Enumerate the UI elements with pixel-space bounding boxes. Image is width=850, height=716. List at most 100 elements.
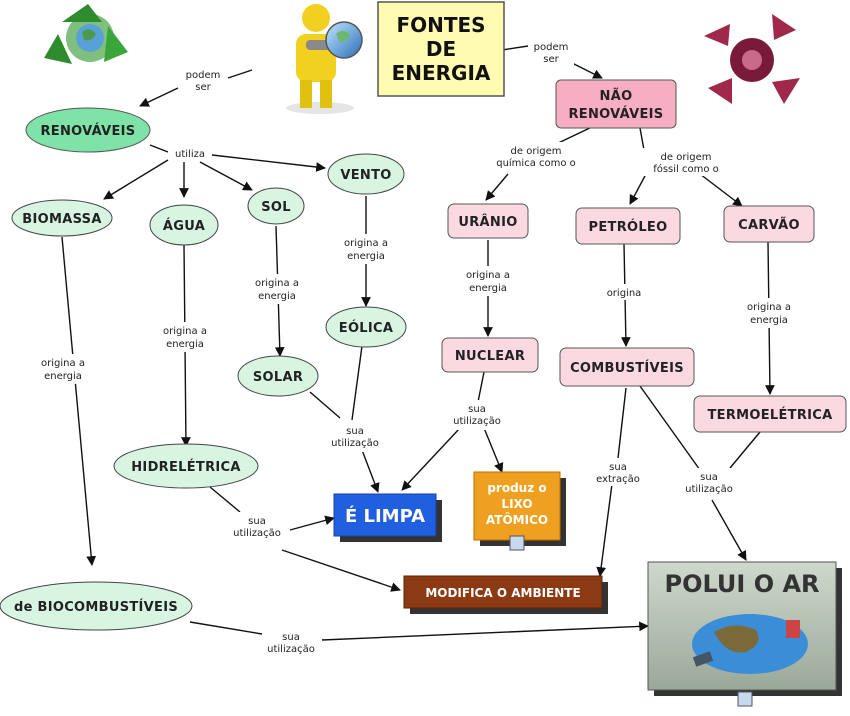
svg-text:VENTO: VENTO xyxy=(340,168,391,183)
label-energia: energia xyxy=(166,339,204,350)
label-utilizacao: utilização xyxy=(267,644,315,655)
svg-text:NÃO: NÃO xyxy=(600,88,633,104)
link-biocomb-polui xyxy=(189,622,648,641)
recycle-icon xyxy=(44,4,128,64)
link-utiliza-sol xyxy=(199,161,253,191)
link-naorenov-fossil xyxy=(639,127,645,151)
label-podem: podem xyxy=(534,42,569,53)
svg-text:ATÔMICO: ATÔMICO xyxy=(486,512,548,527)
link-podem-naorenov xyxy=(569,61,603,79)
node-eolica: EÓLICA xyxy=(325,306,407,348)
svg-text:BIOMASSA: BIOMASSA xyxy=(22,212,101,227)
link-comb-extracao xyxy=(617,387,627,459)
arrows-globe-icon xyxy=(704,14,800,104)
link-utiliz-polui xyxy=(711,499,747,561)
label-utilizacao: utilização xyxy=(331,438,379,449)
link-fossil-carvao xyxy=(699,173,743,207)
label-energia: energia xyxy=(469,283,507,294)
label-utiliza: utiliza xyxy=(175,149,205,160)
svg-text:POLUI O AR: POLUI O AR xyxy=(664,570,819,598)
label-utilizacao: utilização xyxy=(453,416,501,427)
link-termo-utiliz xyxy=(729,431,761,469)
label-quimica: química como o xyxy=(496,157,576,169)
node-carvao: CARVÃO xyxy=(723,205,815,243)
title-line-3: ENERGIA xyxy=(392,61,491,85)
link-quimica-uranio xyxy=(485,173,509,201)
svg-text:MODIFICA O AMBIENTE: MODIFICA O AMBIENTE xyxy=(425,586,580,600)
link-title-renovaveis xyxy=(227,69,253,79)
title-box: FONTES DE ENERGIA xyxy=(377,1,505,97)
svg-text:PETRÓLEO: PETRÓLEO xyxy=(589,219,668,235)
svg-text:SOLAR: SOLAR xyxy=(253,370,303,385)
link-extracao-polui xyxy=(596,483,613,577)
link-hidre-utiliz xyxy=(209,486,241,513)
link-utiliza-biomassa xyxy=(103,159,169,200)
link-renov-utiliza xyxy=(149,144,169,153)
svg-text:COMBUSTÍVEIS: COMBUSTÍVEIS xyxy=(570,360,684,376)
node-combustiveis: COMBUSTÍVEIS xyxy=(559,347,695,387)
node-uranio: URÂNIO xyxy=(447,203,529,239)
node-biocombustiveis: de BIOCOMBUSTÍVEIS xyxy=(0,581,193,631)
label-energia: energia xyxy=(258,291,296,302)
label-origina-a: origina a xyxy=(41,358,85,369)
label-sua: sua xyxy=(248,516,266,527)
svg-text:É LIMPA: É LIMPA xyxy=(345,505,425,527)
node-renovaveis: RENOVÁVEIS xyxy=(25,107,151,153)
link-utiliz-limpa xyxy=(361,449,380,493)
link-eolica-utiliz xyxy=(351,345,363,421)
label-origina-a: origina a xyxy=(255,278,299,289)
link-utiliz-lixo xyxy=(483,427,504,473)
link-utiliza-vento xyxy=(211,154,326,172)
svg-text:CARVÃO: CARVÃO xyxy=(738,217,800,233)
label-ser: ser xyxy=(195,82,211,93)
node-polui-o-ar: POLUI O AR xyxy=(647,561,842,707)
node-hidreletrica: HIDRELÉTRICA xyxy=(113,443,259,489)
svg-text:ÁGUA: ÁGUA xyxy=(163,218,205,234)
link-fossil-petroleo xyxy=(629,173,647,205)
label-de-origem: de origem xyxy=(661,152,712,163)
link-title-naorenov xyxy=(501,45,529,51)
label-origina: origina xyxy=(607,288,642,299)
node-sol: SOL xyxy=(247,187,305,225)
label-energia: energia xyxy=(44,371,82,382)
label-sua: sua xyxy=(609,462,627,473)
link-labels: podem ser podem ser utiliza de origem qu… xyxy=(38,38,794,658)
node-agua: ÁGUA xyxy=(149,204,219,246)
svg-text:HIDRELÉTRICA: HIDRELÉTRICA xyxy=(131,459,240,475)
node-modifica-ambiente: MODIFICA O AMBIENTE xyxy=(403,575,608,614)
title-line-1: FONTES xyxy=(396,13,485,37)
node-solar: SOLAR xyxy=(237,355,319,397)
link-biomassa-biocomb xyxy=(61,236,97,566)
node-vento: VENTO xyxy=(327,153,405,195)
node-termoeletrica: TERMOELÉTRICA xyxy=(693,395,847,433)
label-podem: podem xyxy=(186,70,221,81)
svg-text:EÓLICA: EÓLICA xyxy=(339,320,393,336)
label-sua: sua xyxy=(468,404,486,415)
link-utiliz-limpa2 xyxy=(401,427,461,491)
label-utilizacao: utilização xyxy=(685,484,733,495)
label-sua: sua xyxy=(700,472,718,483)
svg-text:de BIOCOMBUSTÍVEIS: de BIOCOMBUSTÍVEIS xyxy=(14,599,178,615)
node-petroleo: PETRÓLEO xyxy=(575,207,681,245)
title-line-2: DE xyxy=(426,37,456,61)
link-solar-utiliz xyxy=(309,391,341,419)
label-origina-a: origina a xyxy=(466,270,510,281)
label-de-origem: de origem xyxy=(511,146,562,157)
label-extracao: extração xyxy=(596,474,640,485)
label-sua: sua xyxy=(282,632,300,643)
svg-text:TERMOELÉTRICA: TERMOELÉTRICA xyxy=(707,407,832,423)
svg-text:SOL: SOL xyxy=(261,200,291,215)
svg-text:produz o: produz o xyxy=(487,481,546,495)
link-podem-renovaveis xyxy=(139,87,179,107)
label-energia: energia xyxy=(347,251,385,262)
link-hidre-limpa xyxy=(289,515,335,531)
image-icon xyxy=(509,535,525,551)
svg-text:RENOVÁVEIS: RENOVÁVEIS xyxy=(569,106,664,122)
svg-text:RENOVÁVEIS: RENOVÁVEIS xyxy=(41,123,136,139)
label-origina-a: origina a xyxy=(747,302,791,313)
node-e-limpa: É LIMPA xyxy=(333,493,442,542)
link-comb-utiliz xyxy=(639,385,701,471)
label-sua: sua xyxy=(346,426,364,437)
svg-text:LIXO: LIXO xyxy=(501,497,532,511)
